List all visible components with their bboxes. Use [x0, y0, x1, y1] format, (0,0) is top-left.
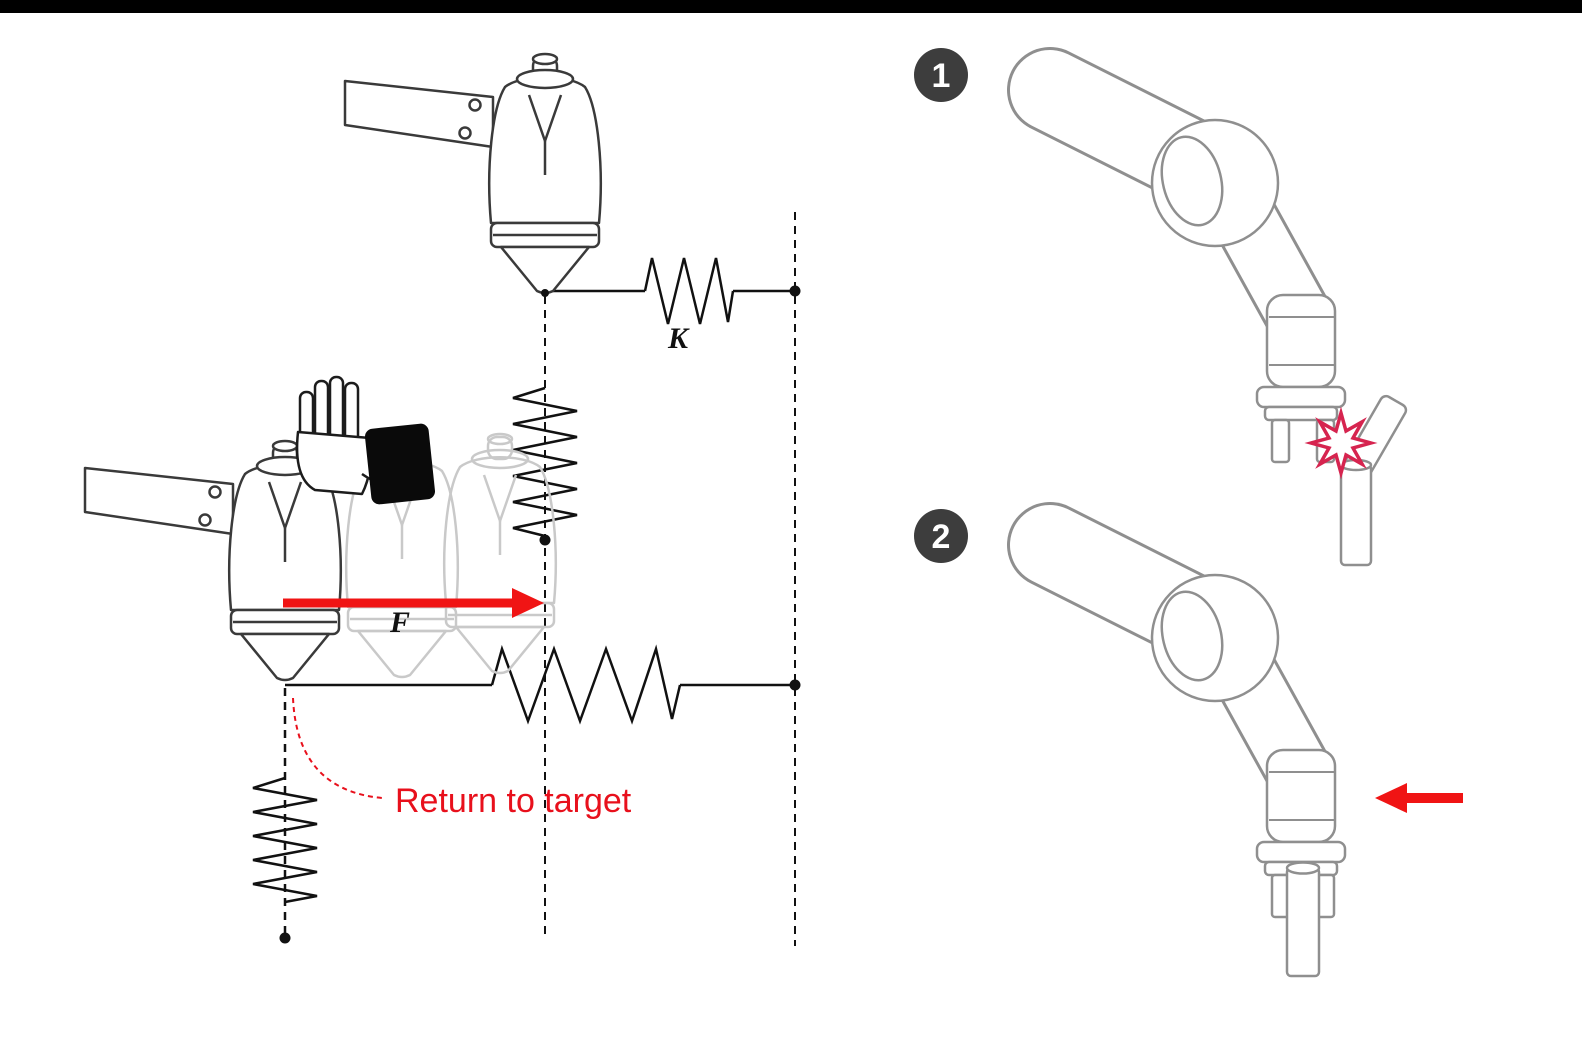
pole-misaligned: [1339, 394, 1408, 567]
robot-tool-top: [343, 52, 603, 295]
return-annotation: Return to target: [395, 782, 632, 820]
return-arc: [292, 697, 383, 799]
cobot-arm-aligned: [1050, 545, 1463, 978]
collision-star-icon: [1309, 411, 1373, 475]
spring-k: [548, 257, 795, 325]
force-arrow: [283, 588, 544, 618]
top-bar: [0, 0, 1582, 13]
force-label: F: [389, 606, 410, 639]
spring-horizontal-bottom: [285, 644, 795, 725]
spring-vertical-top: [512, 386, 578, 538]
step-2-badge: [914, 509, 968, 563]
steps-panel: 1 2: [914, 48, 1463, 978]
anchor-dots: [279, 285, 801, 944]
spring-vertical-bottom: [252, 776, 318, 904]
cobot-arm-collision: [1050, 90, 1408, 567]
impedance-model-diagram: Return to target K F: [83, 52, 801, 946]
correction-arrow: [1375, 783, 1463, 813]
correction-arrow-head: [1375, 783, 1407, 813]
hand-sleeve: [364, 423, 436, 505]
stiffness-label: K: [667, 322, 690, 355]
step-2-number: 2: [932, 518, 951, 556]
step-1-badge: [914, 48, 968, 102]
pole-aligned: [1285, 861, 1321, 978]
step-1-number: 1: [932, 57, 951, 95]
force-arrow-head: [512, 588, 544, 618]
